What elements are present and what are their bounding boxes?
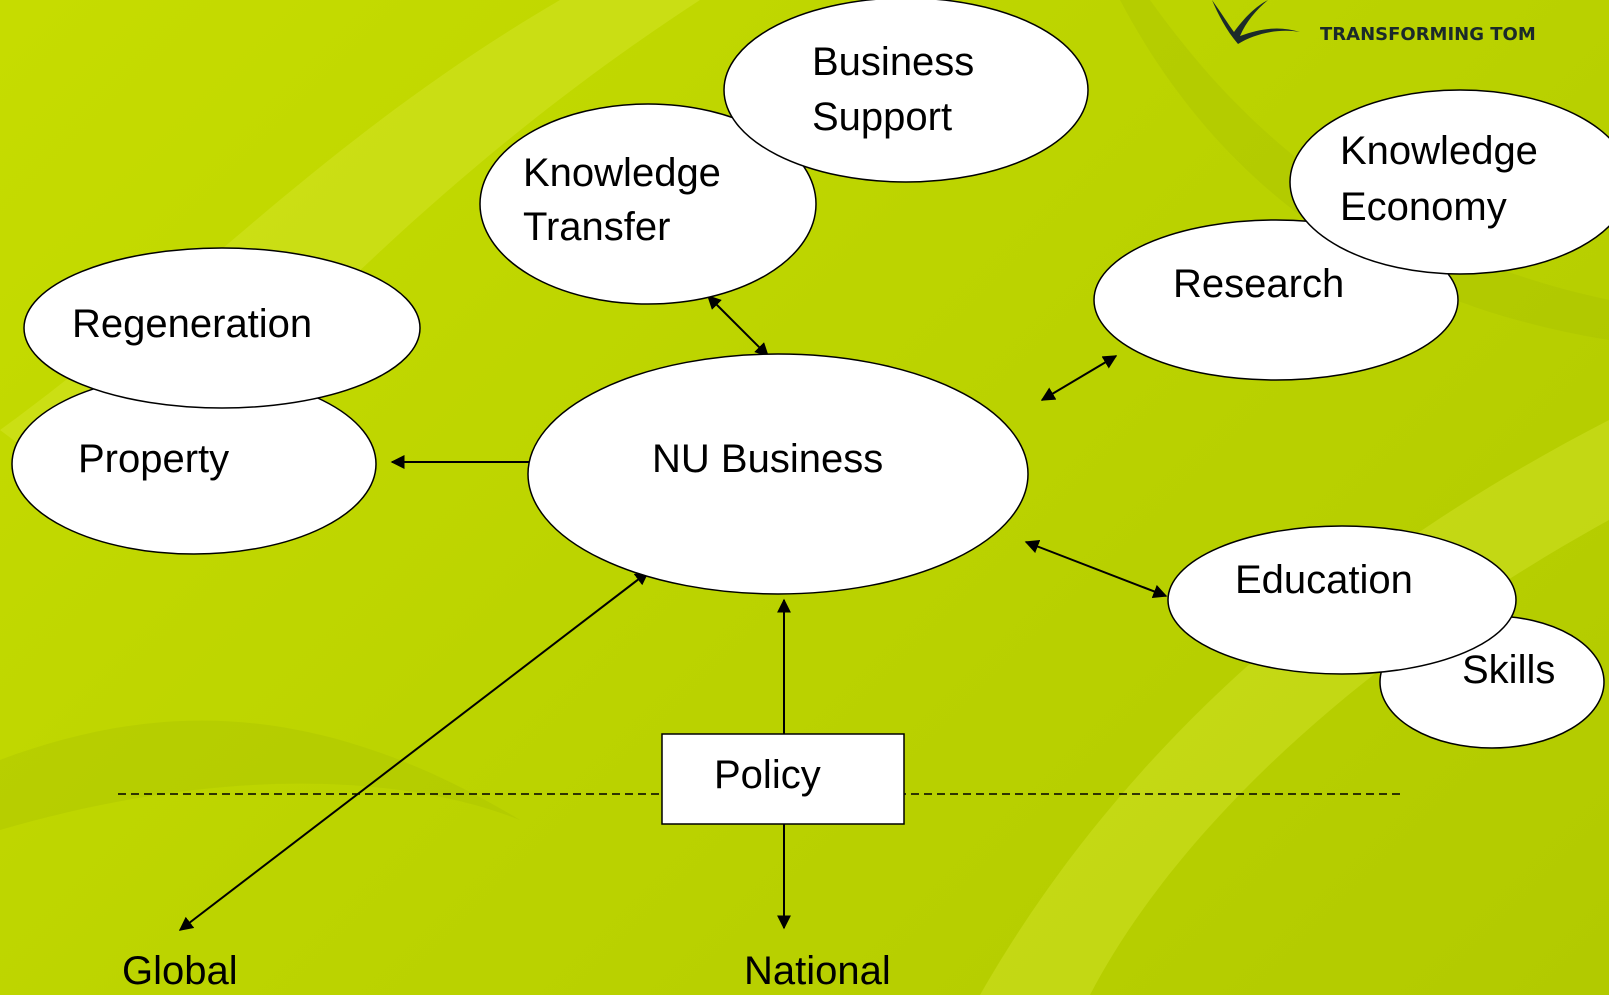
node-regeneration: Regeneration <box>23 247 421 409</box>
nu-business-label: NU Business <box>652 437 883 481</box>
logo: TRANSFORMING TOM <box>1212 0 1536 45</box>
knowledge-transfer-label-line1: Knowledge <box>523 151 721 195</box>
knowledge-economy-label-line1: Knowledge <box>1340 129 1538 173</box>
research-label: Research <box>1173 262 1344 306</box>
node-business-support: Business Support <box>723 0 1089 183</box>
national-label: National <box>744 949 891 993</box>
node-knowledge-economy: Knowledge Economy <box>1289 89 1609 275</box>
logo-tagline: TRANSFORMING TOM <box>1320 24 1536 45</box>
knowledge-transfer-label-line2: Transfer <box>523 205 670 249</box>
arrow-center-global <box>178 571 650 931</box>
node-knowledge-transfer: Knowledge Transfer <box>479 103 817 305</box>
arrow-center-knowledge-transfer <box>707 295 769 357</box>
global-label: Global <box>122 949 238 993</box>
node-property: Property <box>11 373 377 555</box>
node-research: Research <box>1093 219 1459 381</box>
connectors <box>178 295 1168 931</box>
arrow-center-education <box>1024 540 1168 598</box>
skills-label: Skills <box>1462 648 1555 692</box>
knowledge-economy-label-line2: Economy <box>1340 185 1507 229</box>
business-support-label-line2: Support <box>812 95 952 139</box>
node-education: Education <box>1167 525 1517 675</box>
property-label: Property <box>78 437 229 481</box>
business-support-label-line1: Business <box>812 40 974 84</box>
node-policy: Policy <box>661 733 905 825</box>
regeneration-label: Regeneration <box>72 302 312 346</box>
policy-label: Policy <box>714 753 821 797</box>
arrow-center-research <box>1040 355 1118 401</box>
node-nu-business: NU Business <box>527 353 1029 595</box>
logo-swoosh-icon <box>1212 0 1300 44</box>
education-label: Education <box>1235 558 1413 602</box>
